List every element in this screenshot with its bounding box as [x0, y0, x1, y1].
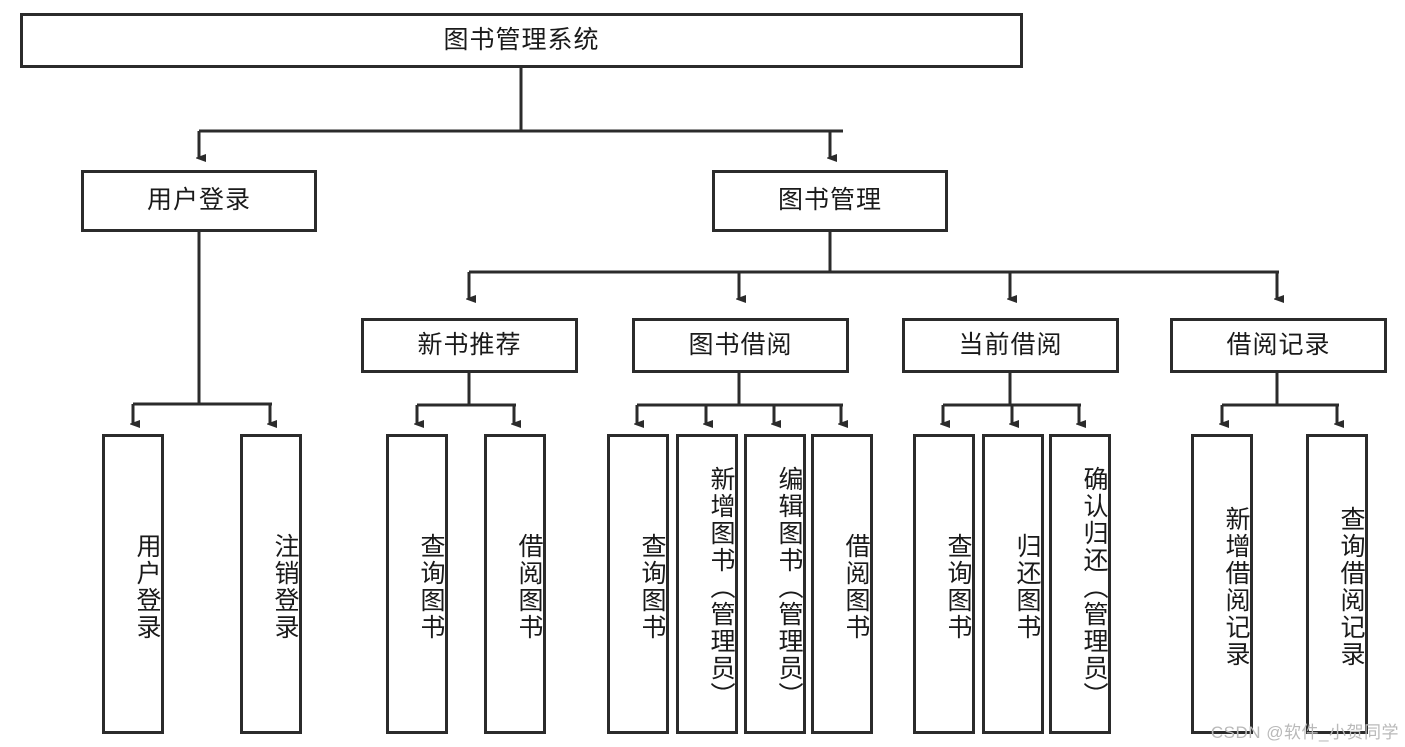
node-leaf-query-book-current[interactable]: 查询图书	[913, 434, 975, 734]
node-leaf-user-login[interactable]: 用户登录	[102, 434, 164, 734]
node-current-borrow[interactable]: 当前借阅	[902, 318, 1119, 373]
node-book-management[interactable]: 图书管理	[712, 170, 948, 232]
node-leaf-query-book-borrow[interactable]: 查询图书	[607, 434, 669, 734]
node-label: 查询图书	[944, 533, 972, 641]
node-book-borrow[interactable]: 图书借阅	[632, 318, 849, 373]
node-label: 新书推荐	[417, 330, 522, 359]
node-user-login[interactable]: 用户登录	[81, 170, 317, 232]
node-label: 借阅图书	[515, 533, 543, 641]
node-leaf-borrow-book-recommend[interactable]: 借阅图书	[484, 434, 546, 734]
node-label: 查询图书	[417, 533, 445, 641]
node-label: 新增借阅记录	[1222, 506, 1250, 668]
node-leaf-borrow-book[interactable]: 借阅图书	[811, 434, 873, 734]
node-label: 图书管理系统	[443, 25, 600, 54]
watermark-text: CSDN @软件_小贺同学	[1210, 723, 1399, 742]
node-label: 用户登录	[146, 186, 251, 215]
node-label: 确认归还（管理员）	[1080, 465, 1108, 709]
node-label: 图书借阅	[688, 330, 793, 359]
node-leaf-query-book-recommend[interactable]: 查询图书	[386, 434, 448, 734]
node-label: 借阅记录	[1226, 330, 1331, 359]
node-leaf-confirm-return-admin[interactable]: 确认归还（管理员）	[1049, 434, 1111, 734]
node-leaf-query-borrow-record[interactable]: 查询借阅记录	[1306, 434, 1368, 734]
node-label: 归还图书	[1013, 533, 1041, 641]
node-leaf-return-book[interactable]: 归还图书	[982, 434, 1044, 734]
node-label: 查询借阅记录	[1337, 506, 1365, 668]
node-leaf-logout-login[interactable]: 注销登录	[240, 434, 302, 734]
node-label: 用户登录	[133, 533, 161, 641]
node-label: 图书管理	[777, 186, 882, 215]
node-label: 编辑图书（管理员）	[775, 465, 803, 709]
node-new-book-recommend[interactable]: 新书推荐	[361, 318, 578, 373]
node-borrow-record[interactable]: 借阅记录	[1170, 318, 1387, 373]
node-label: 借阅图书	[842, 533, 870, 641]
node-leaf-edit-book-admin[interactable]: 编辑图书（管理员）	[744, 434, 806, 734]
node-label: 当前借阅	[958, 330, 1063, 359]
node-label: 注销登录	[271, 533, 299, 641]
node-label: 查询图书	[638, 533, 666, 641]
node-leaf-add-book-admin[interactable]: 新增图书（管理员）	[676, 434, 738, 734]
node-label: 新增图书（管理员）	[707, 465, 735, 709]
node-leaf-add-borrow-record[interactable]: 新增借阅记录	[1191, 434, 1253, 734]
node-root-book-management-system[interactable]: 图书管理系统	[20, 13, 1023, 68]
